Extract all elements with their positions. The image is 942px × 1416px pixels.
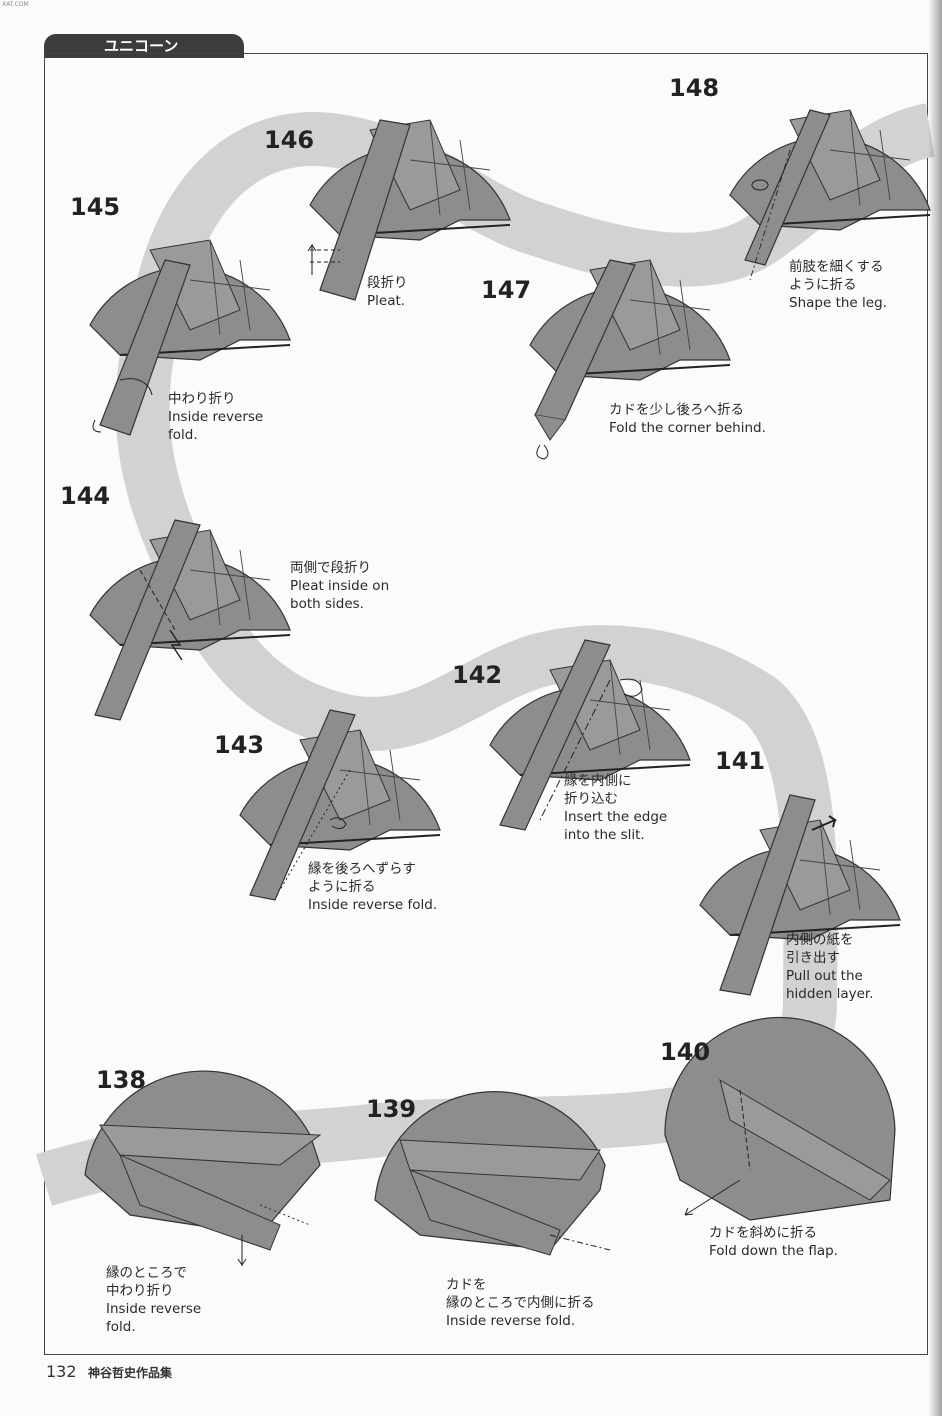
caption-line: 縁のところで bbox=[106, 1265, 187, 1281]
caption-line: Pleat inside on bbox=[290, 578, 390, 594]
step-caption: 縁のところで中わり折り Inside reverse fold. bbox=[106, 1264, 201, 1336]
caption-line: 縁を内側に bbox=[564, 773, 632, 789]
step-number: 142 bbox=[452, 661, 503, 689]
caption-line: 段折り bbox=[367, 275, 408, 291]
step-caption: カドを斜めに折る Fold down the flap. bbox=[709, 1224, 838, 1260]
step-number: 145 bbox=[70, 193, 121, 221]
diagram-step-140 bbox=[664, 1016, 896, 1221]
step-number: 140 bbox=[660, 1038, 711, 1066]
step-caption: 中わり折り Inside reverse fold. bbox=[168, 390, 263, 444]
step-caption: 縁を後ろへずらすように折る Inside reverse fold. bbox=[308, 860, 437, 914]
caption-line: 折り込む bbox=[564, 791, 618, 807]
step-number: 141 bbox=[715, 747, 766, 775]
step-caption: 前肢を細くするように折る Shape the leg. bbox=[789, 258, 887, 312]
diagram-step-144 bbox=[89, 519, 291, 721]
step-caption: 段折り Pleat. bbox=[367, 274, 408, 310]
corner-watermark: XAT.COM bbox=[2, 1, 29, 8]
caption-line: ように折る bbox=[789, 277, 857, 293]
step-number: 144 bbox=[60, 482, 111, 510]
caption-line: 縁のところで内側に折る bbox=[446, 1295, 595, 1311]
step-number: 138 bbox=[96, 1066, 147, 1094]
diagram-step-138 bbox=[84, 1070, 322, 1267]
caption-line: Pleat. bbox=[367, 293, 406, 309]
diagram-step-139 bbox=[374, 1091, 611, 1256]
header-tab: ユニコーン bbox=[44, 34, 244, 58]
caption-line: Inside reverse fold. bbox=[308, 897, 438, 913]
caption-line: 縁を後ろへずらす bbox=[308, 861, 416, 877]
caption-line: Fold down the flap. bbox=[709, 1243, 838, 1259]
page-edge-shadow bbox=[928, 0, 942, 1416]
caption-line: both sides. bbox=[290, 596, 364, 612]
caption-line: hidden layer. bbox=[786, 986, 874, 1002]
caption-line: Inside reverse fold. bbox=[446, 1313, 576, 1329]
caption-line: カドを少し後ろへ折る bbox=[609, 402, 744, 418]
caption-line: fold. bbox=[168, 427, 198, 443]
caption-line: カドを斜めに折る bbox=[709, 1225, 817, 1241]
caption-line: 中わり折り bbox=[106, 1283, 174, 1299]
step-caption: 内側の紙を引き出す Pull out the hidden layer. bbox=[786, 931, 874, 1003]
diagram-step-148 bbox=[729, 109, 931, 281]
caption-line: Inside reverse bbox=[106, 1301, 202, 1317]
caption-line: 内側の紙を bbox=[786, 932, 854, 948]
step-caption: カドを少し後ろへ折る Fold the corner behind. bbox=[609, 401, 766, 437]
step-number: 146 bbox=[264, 126, 315, 154]
step-caption: カドを縁のところで内側に折る Inside reverse fold. bbox=[446, 1276, 595, 1330]
step-caption: 両側で段折り Pleat inside on both sides. bbox=[290, 559, 389, 613]
page-frame bbox=[44, 53, 928, 1355]
step-number: 139 bbox=[366, 1095, 417, 1123]
caption-line: 両側で段折り bbox=[290, 560, 371, 576]
diagram-step-141 bbox=[699, 794, 901, 996]
step-number: 143 bbox=[214, 731, 265, 759]
diagram-step-146 bbox=[307, 119, 511, 301]
book-title: 神谷哲史作品集 bbox=[88, 1366, 173, 1380]
page-number: 132 bbox=[46, 1362, 77, 1381]
caption-line: fold. bbox=[106, 1319, 136, 1335]
step-number: 148 bbox=[669, 74, 720, 102]
caption-line: カドを bbox=[446, 1277, 487, 1293]
caption-line: 前肢を細くする bbox=[789, 259, 884, 275]
caption-line: ように折る bbox=[308, 879, 376, 895]
caption-line: Inside reverse bbox=[168, 409, 264, 425]
step-number: 147 bbox=[481, 276, 532, 304]
caption-line: Insert the edge bbox=[564, 809, 668, 825]
caption-line: 引き出す bbox=[786, 950, 840, 966]
diagram-step-147 bbox=[529, 259, 731, 460]
caption-line: Shape the leg. bbox=[789, 295, 887, 311]
diagram-step-143 bbox=[239, 709, 441, 901]
header-tab-title: ユニコーン bbox=[104, 37, 179, 55]
caption-line: 中わり折り bbox=[168, 391, 236, 407]
diagram-step-142 bbox=[489, 639, 691, 831]
diagram-step-145 bbox=[89, 239, 291, 436]
caption-line: Fold the corner behind. bbox=[609, 420, 766, 436]
caption-line: into the slit. bbox=[564, 827, 645, 843]
step-caption: 縁を内側に折り込む Insert the edge into the slit. bbox=[564, 772, 667, 844]
caption-line: Pull out the bbox=[786, 968, 863, 984]
